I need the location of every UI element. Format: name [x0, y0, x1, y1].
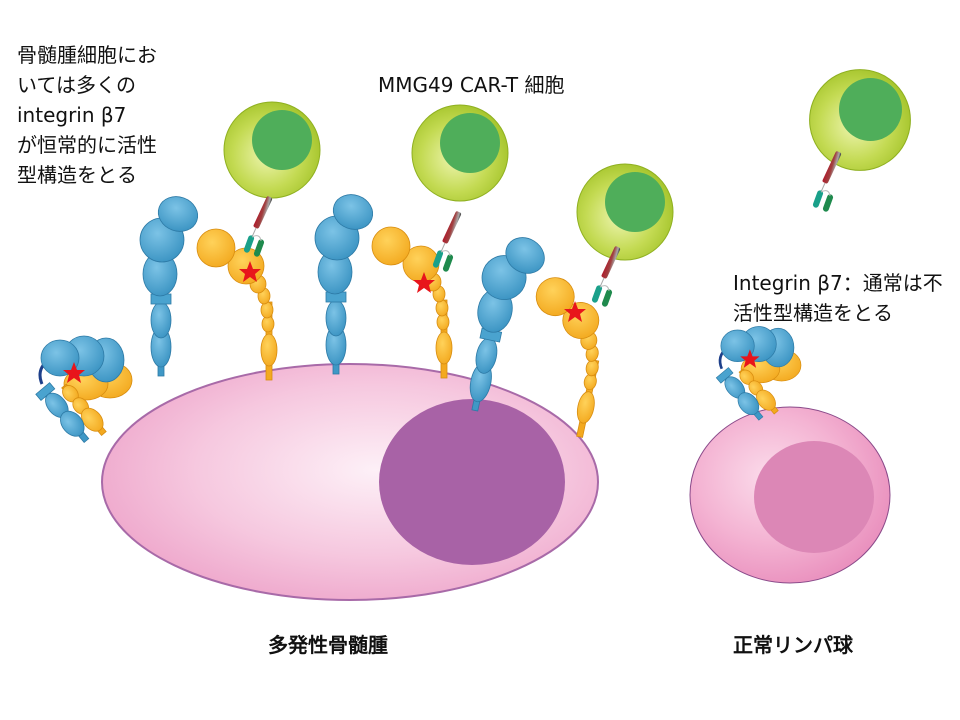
active-integrin-2: [314, 188, 453, 379]
myeloma-nucleus: [379, 399, 565, 565]
cart-cell-free: [809, 69, 911, 171]
lymphocyte-nucleus: [754, 441, 874, 553]
cart-cell-title: MMG49 CAR-T 細胞: [378, 73, 565, 97]
cart-cell-3: [576, 163, 674, 261]
normal-lymphocyte: [689, 406, 891, 584]
normal-integrin-note: Integrin β7：通常は不 活性型構造をとる: [733, 271, 943, 325]
myeloma-integrin-note: 骨髄腫細胞にお いては多くの integrin β7 が恒常的に活性 型構造をと…: [17, 43, 157, 187]
myeloma-cell: [101, 363, 599, 601]
car-receptor-1: [242, 195, 274, 258]
myeloma-caption: 多発性骨髄腫: [268, 633, 388, 657]
car-receptor-free: [811, 150, 843, 213]
cart-cell-1: [223, 101, 321, 199]
inactive-integrin-myeloma: [33, 334, 134, 449]
cart-cell-2: [411, 104, 509, 202]
lymphocyte-caption: 正常リンパ球: [733, 633, 853, 657]
car-receptor-2: [431, 210, 463, 273]
